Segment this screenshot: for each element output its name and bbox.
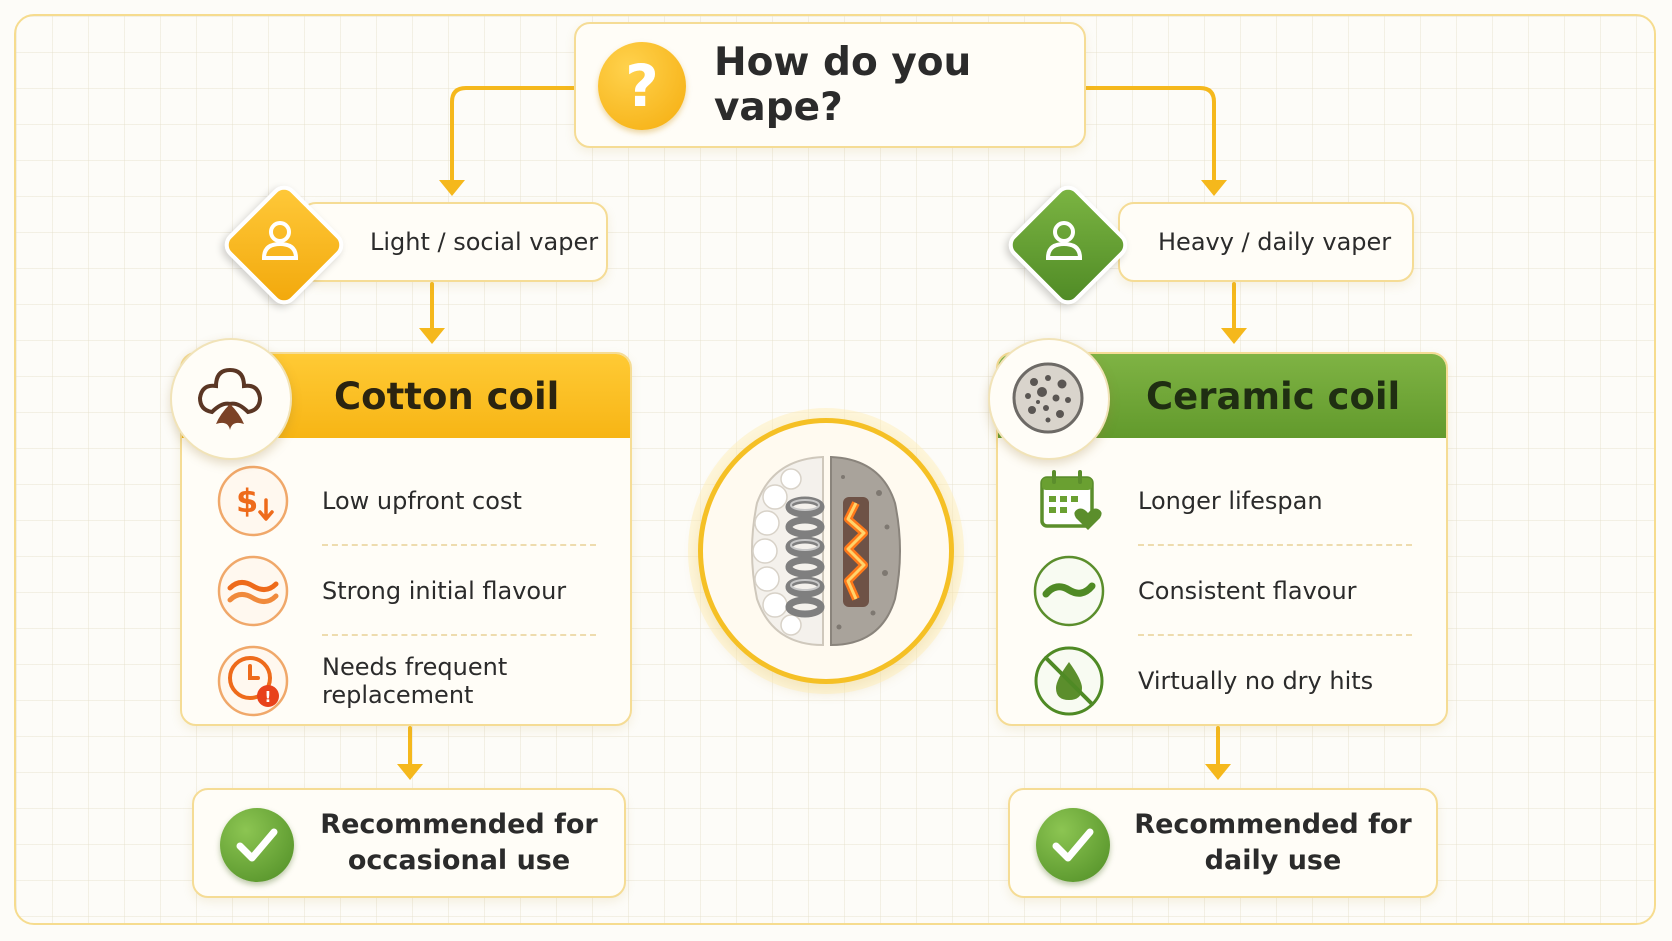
arrowhead (1201, 180, 1227, 196)
feature-text: Low upfront cost (322, 487, 522, 515)
ceramic-disc-icon (988, 338, 1110, 460)
ceramic-coil-card: Ceramic coil Longer lifespan Consistent … (996, 352, 1448, 726)
feature-text: Consistent flavour (1138, 577, 1357, 605)
heavy-vaper-box: Heavy / daily vaper (1118, 202, 1414, 282)
separator (322, 544, 596, 546)
recommendation-text: Recommended for occasional use (304, 790, 614, 896)
check-icon (220, 808, 294, 882)
no-drop-icon (1034, 646, 1104, 716)
recommendation-line2: occasional use (347, 845, 571, 876)
check-icon (1036, 808, 1110, 882)
recommendation-line1: Recommended for (320, 808, 598, 840)
feature-text: Strong initial flavour (322, 577, 567, 605)
user-icon (1045, 221, 1083, 260)
feature-row: Consistent flavour (998, 546, 1446, 636)
clock-alert-icon: ! (217, 645, 289, 717)
coil-cross-section-illustration (698, 418, 954, 684)
feature-text: Virtually no dry hits (1138, 667, 1374, 695)
arrowhead (439, 180, 465, 196)
light-vaper-box: Light / social vaper (300, 202, 608, 282)
recommendation-occasional: Recommended for occasional use (192, 788, 626, 898)
flavour-waves-icon (217, 555, 289, 627)
recommendation-line1: Recommended for (1134, 808, 1412, 840)
svg-text:$: $ (236, 482, 258, 520)
feature-row: ! Needs frequent replacement (182, 636, 630, 724)
question-text: How do you vape? (714, 40, 972, 130)
connector-question-right (1084, 86, 1216, 184)
light-vaper-label: Light / social vaper (370, 228, 599, 256)
feature-row: Strong initial flavour (182, 546, 630, 636)
recommendation-daily: Recommended for daily use (1008, 788, 1438, 898)
feature-row: Longer lifespan (998, 456, 1446, 546)
connector-question-left (450, 86, 576, 184)
arrowhead (1221, 328, 1247, 344)
separator (1138, 634, 1412, 636)
calendar-heart-icon (1040, 470, 1102, 530)
separator (322, 634, 596, 636)
question-mark-icon: ? (598, 42, 686, 130)
arrowhead (419, 328, 445, 344)
feature-text: Longer lifespan (1138, 487, 1323, 515)
recommendation-line2: daily use (1204, 845, 1342, 876)
feature-text: Needs frequent replacement (322, 653, 508, 709)
feature-row: Virtually no dry hits (998, 636, 1446, 724)
user-icon (261, 221, 299, 260)
feature-row: $ Low upfront cost (182, 456, 630, 546)
flavour-wave-icon (1033, 555, 1105, 627)
recommendation-text: Recommended for daily use (1120, 790, 1426, 896)
arrowhead (1205, 764, 1231, 780)
svg-text:!: ! (265, 688, 272, 706)
dollar-down-icon: $ (217, 465, 289, 537)
question-box: ? How do you vape? (574, 22, 1086, 148)
cotton-flower-icon (170, 338, 292, 460)
arrowhead (397, 764, 423, 780)
heavy-vaper-label: Heavy / daily vaper (1158, 228, 1392, 256)
separator (1138, 544, 1412, 546)
